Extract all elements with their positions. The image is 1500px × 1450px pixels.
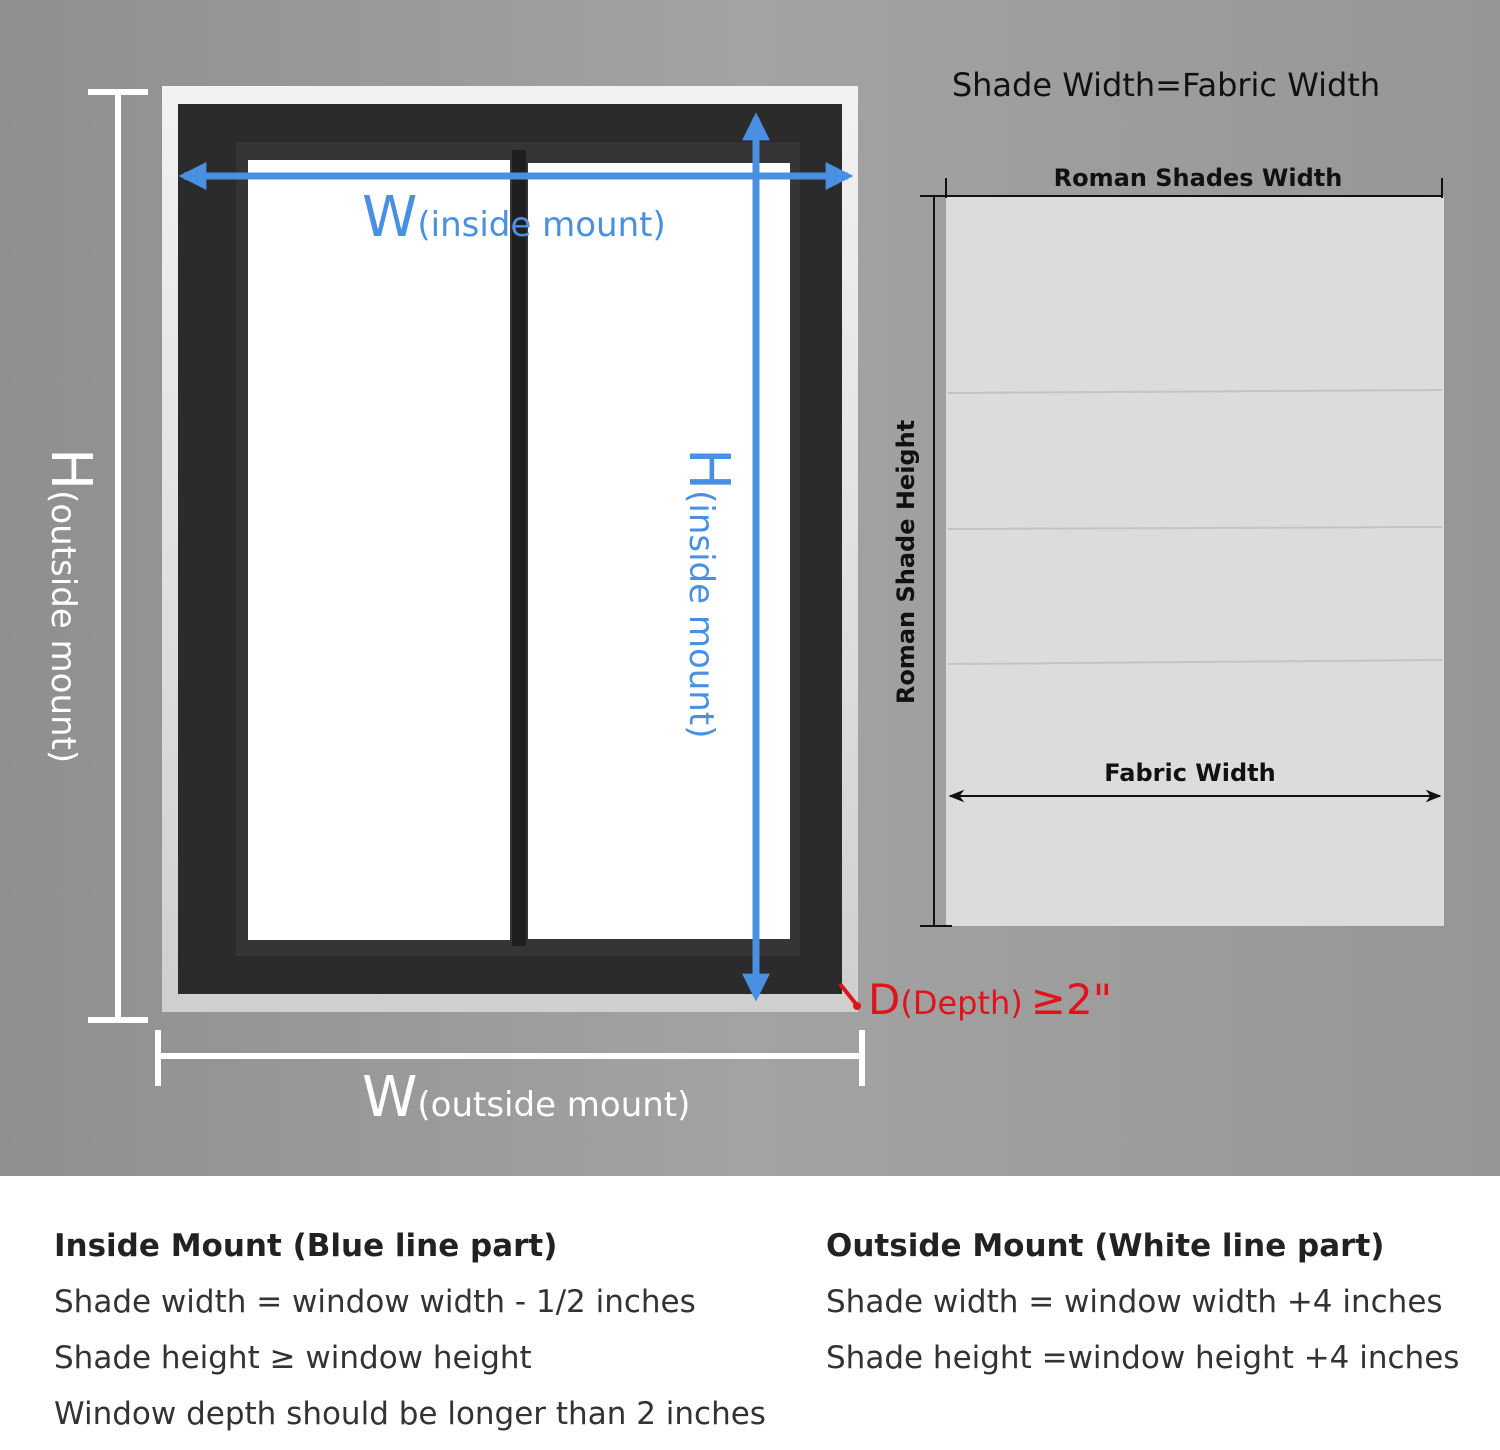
depth-marker (838, 982, 858, 1006)
shade-fold-1 (947, 389, 1443, 394)
inside-width-label: W(inside mount) (362, 185, 666, 250)
fabric-equation: Shade Width=Fabric Width (952, 66, 1380, 104)
window-pane-right (528, 163, 790, 939)
outside-mount-line: Shade width = window width +4 inches (826, 1284, 1443, 1320)
inside-mount-line: Window depth should be longer than 2 inc… (54, 1396, 766, 1432)
shade-fold-3 (947, 659, 1443, 665)
depth-indicator: D(Depth)≥2" (838, 975, 1112, 1024)
outside-mount-lines: H(outside mount) W(outside mount) (38, 89, 865, 1130)
outside-height-label: H(outside mount) (38, 448, 103, 763)
inside-mount-lines: W(inside mount) H(inside mount) (178, 112, 854, 1002)
inside-height-label: H(inside mount) (676, 448, 741, 738)
depth-label: D(Depth)≥2" (868, 975, 1112, 1024)
outside-mount-section: Outside Mount (White line part) Shade wi… (826, 1226, 1459, 1394)
fabric-width-label: Fabric Width (1104, 759, 1275, 787)
shade-fold-2 (947, 526, 1443, 530)
outside-mount-line: Shade height =window height +4 inches (826, 1340, 1460, 1376)
roman-shade: Roman Shades Width Roman Shade Height Fa… (892, 164, 1444, 927)
window-mullion (512, 150, 526, 946)
inside-mount-section: Inside Mount (Blue line part) Shade widt… (54, 1226, 766, 1450)
roman-shade-fabric (946, 196, 1444, 926)
outside-mount-title: Outside Mount (White line part) (826, 1228, 1385, 1264)
outside-width-label: W(outside mount) (362, 1065, 690, 1130)
inside-mount-title: Inside Mount (Blue line part) (54, 1228, 558, 1264)
window-pane-left (248, 160, 510, 940)
mounting-notes: Inside Mount (Blue line part) Shade widt… (0, 1176, 1500, 1438)
depth-marker-dot (853, 1002, 861, 1010)
shade-width-label: Roman Shades Width (1054, 164, 1343, 192)
inside-mount-line: Shade width = window width - 1/2 inches (54, 1284, 696, 1320)
inside-mount-line: Shade height ≥ window height (54, 1340, 532, 1376)
measurement-diagram: W(inside mount) H(inside mount) H(outsid… (0, 0, 1500, 1176)
shade-height-label: Roman Shade Height (892, 420, 920, 704)
